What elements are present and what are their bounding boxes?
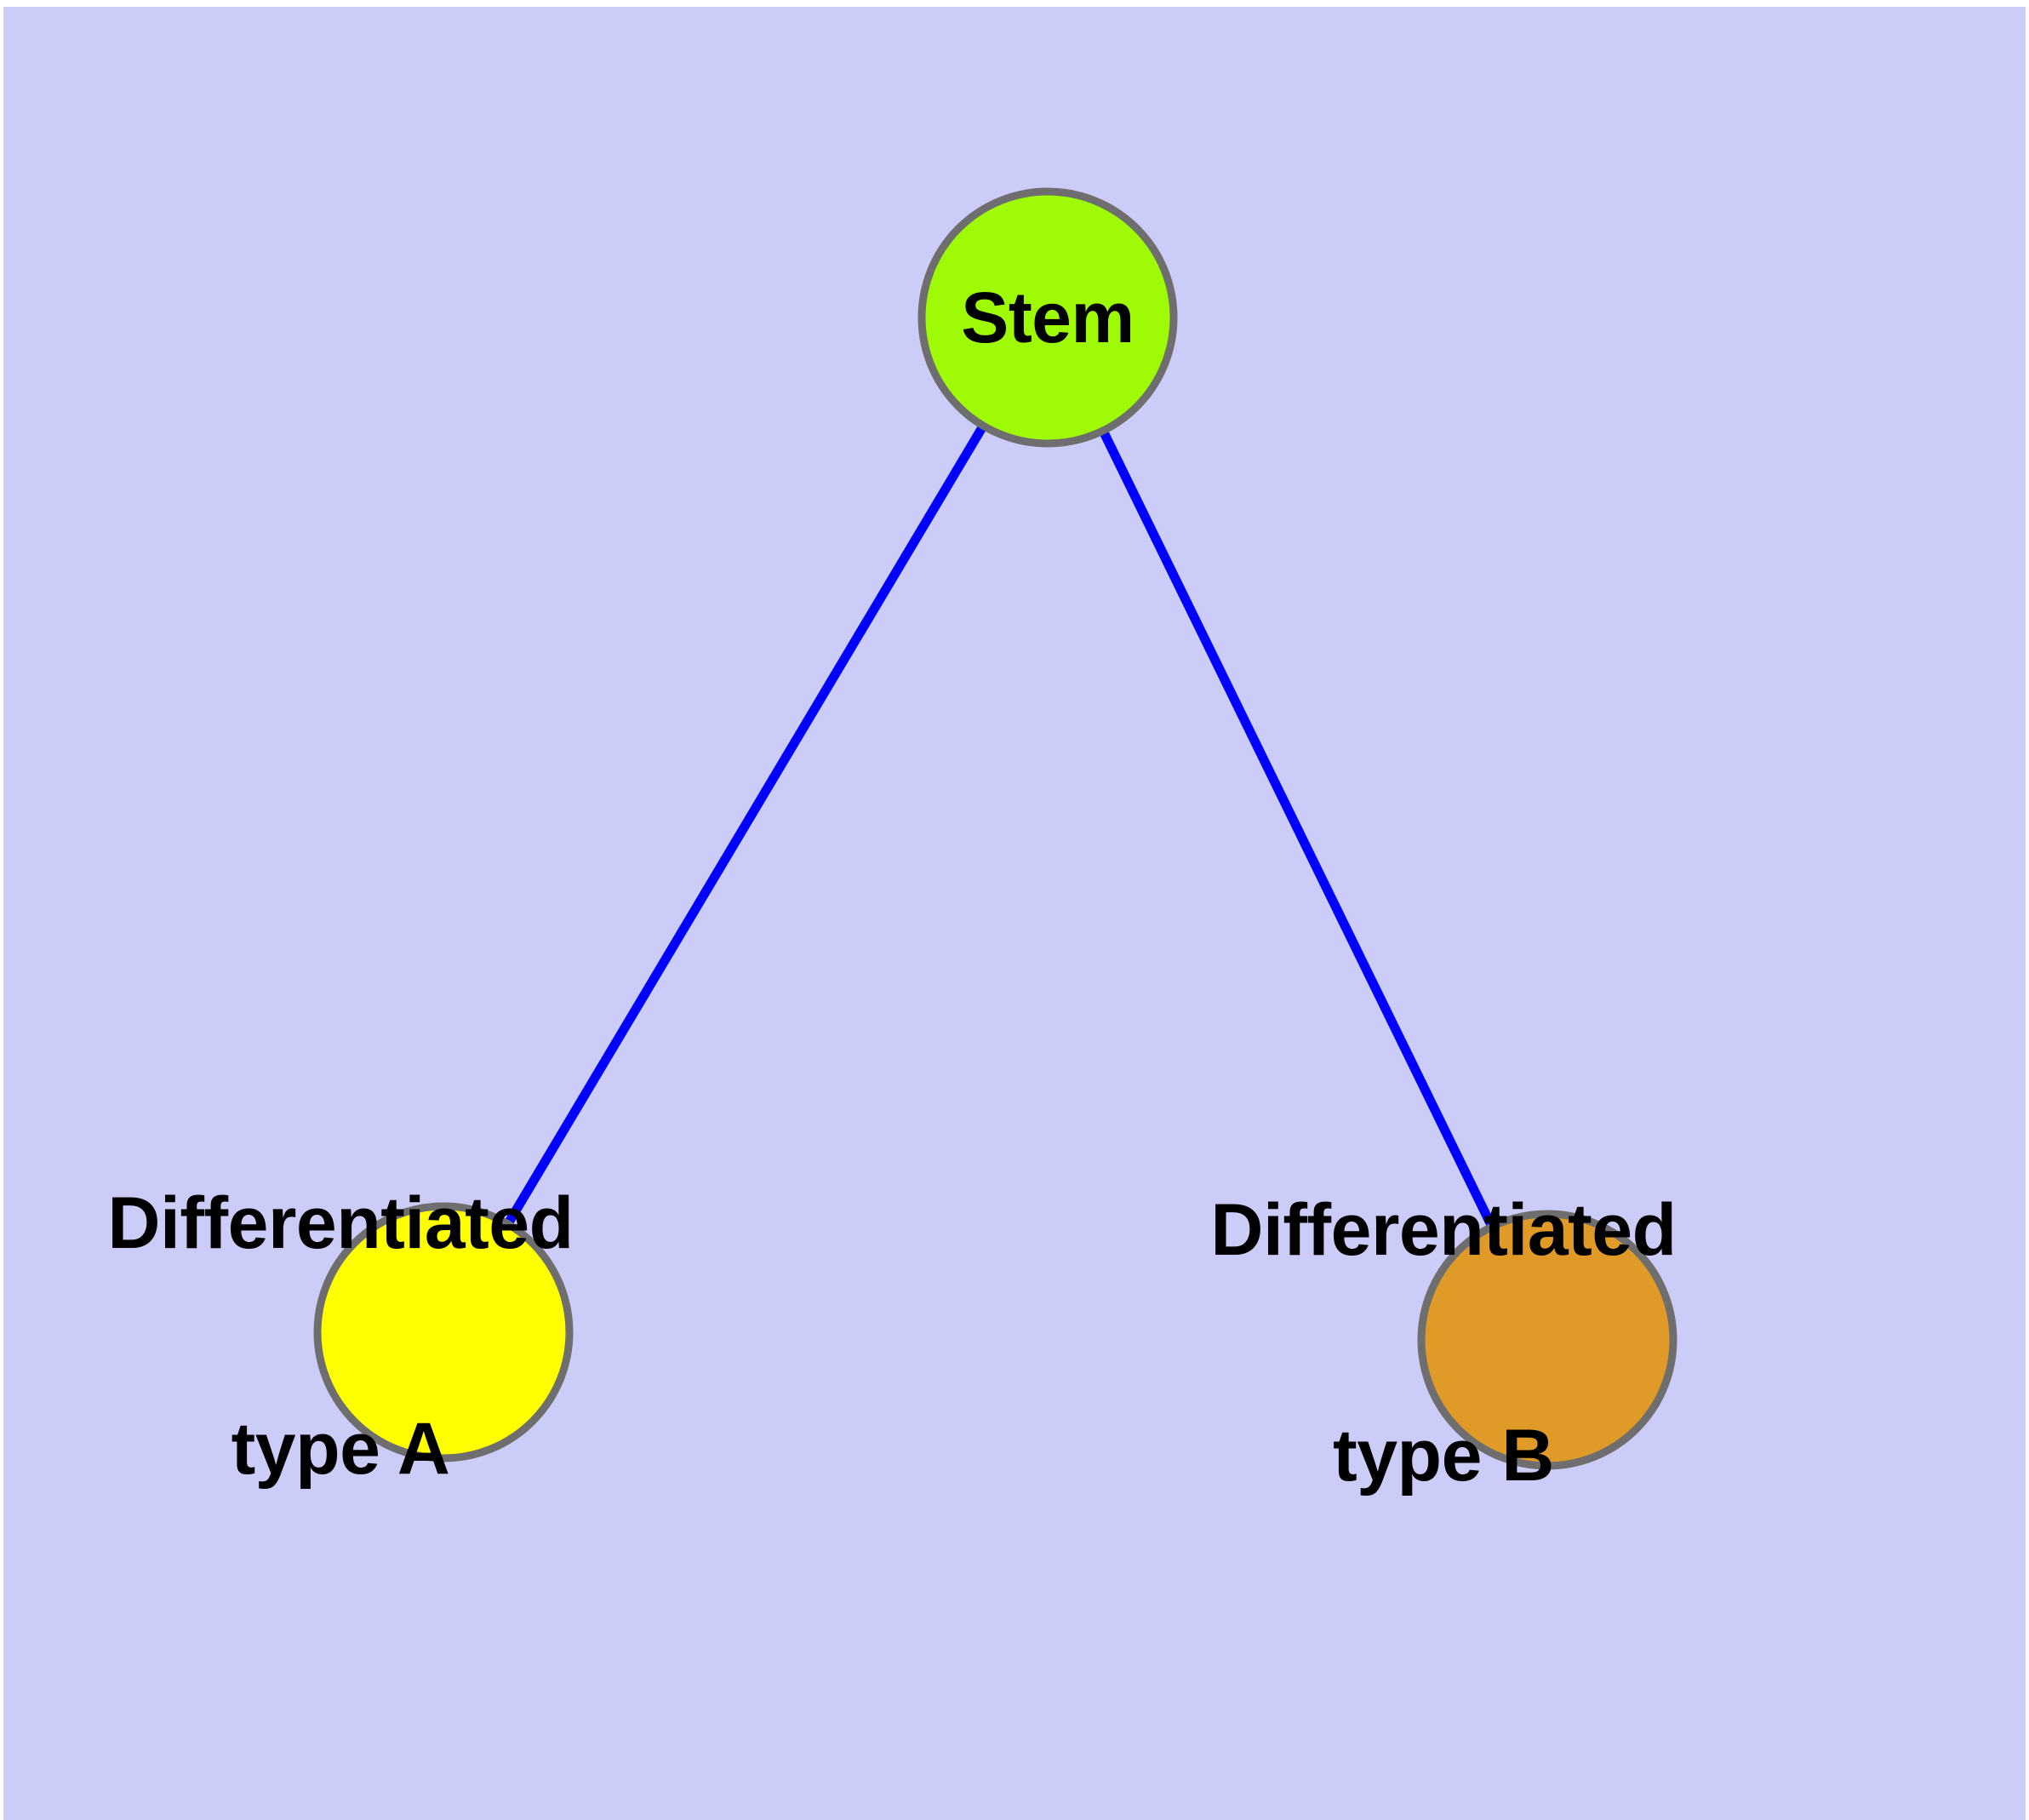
node-differentiated-type-b[interactable]	[1417, 1210, 1677, 1470]
edge-stem-to-diff-a[interactable]	[439, 315, 1052, 1335]
node-stem[interactable]	[917, 187, 1178, 448]
node-differentiated-type-a[interactable]	[313, 1202, 574, 1462]
node-layer	[313, 187, 1677, 1470]
edge-layer	[439, 315, 1552, 1342]
edge-stem-to-diff-b[interactable]	[1043, 315, 1552, 1342]
